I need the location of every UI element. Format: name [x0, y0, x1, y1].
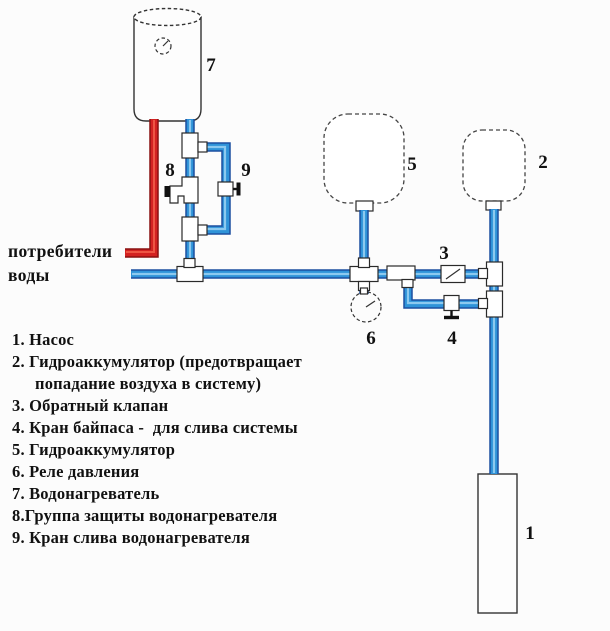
tee-fitting [485, 261, 504, 287]
component-numbers: 7 8 9 5 2 3 6 4 1 [165, 55, 548, 544]
legend-item-2-cont: попадание воздуха в систему) [35, 374, 262, 393]
bypass-valve [443, 294, 460, 312]
legend-item-4: 4. Кран байпаса - для слива системы [12, 418, 298, 437]
gauge-stem [359, 287, 369, 295]
drain-valve-handle [236, 182, 241, 196]
tee-fitting-stub [197, 141, 208, 153]
label-1: 1 [525, 523, 535, 544]
tee-fitting-stub [183, 257, 196, 269]
pressure-gauge-dial [350, 291, 382, 323]
thermometer-icon [154, 37, 172, 55]
pipe-fittings [169, 132, 504, 318]
safety-group-handle [164, 186, 170, 197]
water-heater-top [133, 7, 202, 27]
tee-fitting-stub [477, 267, 489, 280]
pump [477, 473, 518, 614]
cross-fitting-stub [357, 257, 371, 269]
safety-group [169, 176, 199, 204]
consumers-caption: потребители воды [8, 241, 112, 285]
legend-item-7: 7. Водонагреватель [12, 484, 160, 503]
hot-water-pipe [125, 119, 159, 258]
label-8: 8 [165, 160, 175, 181]
accumulator-5-body [323, 113, 405, 204]
valve-handles [164, 182, 459, 320]
tee-fitting [485, 290, 504, 318]
thermometer-needle [162, 40, 169, 47]
pressure-gauge-needle [365, 300, 376, 308]
legend-item-3: 3. Обратный клапан [12, 396, 169, 415]
legend-item-2: 2. Гидроаккумулятор (предотвращает [12, 352, 302, 371]
water-heater [133, 7, 202, 122]
legend: 1. Насос 2. Гидроаккумулятор (предотвращ… [12, 329, 442, 549]
legend-item-8: 8.Группа защиты водонагревателя [12, 506, 278, 525]
accumulator-5-neck [355, 200, 374, 212]
legend-item-9: 9. Кран слива водонагревателя [12, 528, 250, 547]
check-valve-flap [445, 268, 461, 280]
label-9: 9 [241, 160, 251, 181]
pressure-switch [350, 291, 382, 323]
hydro-accumulator-5 [323, 113, 405, 212]
consumers-line2: воды [8, 265, 50, 285]
hydro-accumulator-2 [462, 129, 526, 211]
tee-fitting [181, 132, 199, 159]
water-heater-body [133, 16, 202, 122]
tee-fitting [181, 216, 199, 242]
tee-fitting-stub [477, 297, 489, 310]
tee-fitting-stub [401, 278, 414, 289]
legend-item-1: 1. Насос [12, 330, 75, 349]
label-6: 6 [366, 328, 376, 349]
drain-valve [217, 181, 234, 197]
legend-item-6: 6. Реле давления [12, 462, 140, 481]
tee-fitting [386, 265, 416, 281]
legend-item-5: 5. Гидроаккумулятор [12, 440, 176, 459]
accumulator-2-neck [485, 200, 502, 211]
label-5: 5 [407, 154, 417, 175]
label-4: 4 [447, 328, 457, 349]
label-2: 2 [538, 152, 548, 173]
consumers-line1: потребители [8, 241, 112, 261]
label-7: 7 [206, 55, 216, 76]
tee-fitting [176, 265, 204, 283]
cross-fitting [349, 265, 379, 283]
accumulator-2-body [462, 129, 526, 202]
tee-fitting-stub [197, 224, 208, 236]
label-3: 3 [439, 243, 449, 264]
